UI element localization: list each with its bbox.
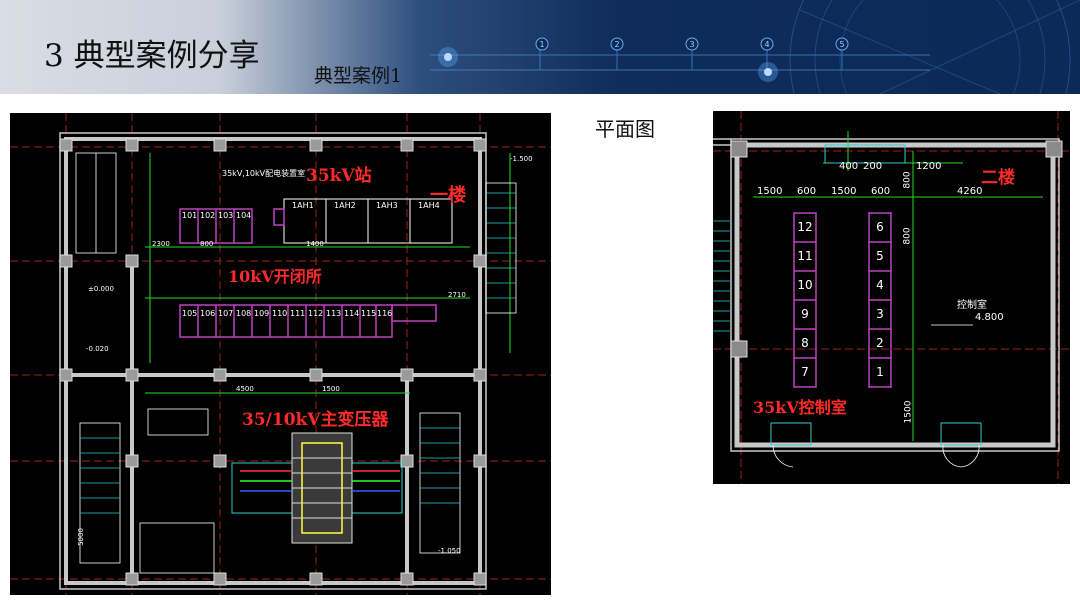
cabinet-6: 6 bbox=[876, 220, 884, 234]
label-35kv-control-room: 35kV控制室 bbox=[753, 398, 847, 417]
label-floor-1: 一楼 bbox=[430, 185, 466, 206]
cabinet-4: 4 bbox=[876, 278, 884, 292]
dim-2300: 2300 bbox=[152, 240, 170, 248]
cabinet-10: 10 bbox=[797, 278, 813, 292]
cabinet-10kv-113: 113 bbox=[326, 309, 342, 318]
marker-2: 2 bbox=[614, 40, 619, 49]
dim2-400: 400 bbox=[839, 161, 859, 172]
cabinet-10kv-105: 105 bbox=[182, 309, 198, 318]
marker-1: 1 bbox=[539, 40, 544, 49]
plan-label: 平面图 bbox=[595, 117, 655, 141]
cabinet-1: 1 bbox=[876, 365, 884, 379]
dim-4500: 4500 bbox=[236, 385, 254, 393]
dim2-1500-b: 1500 bbox=[831, 186, 857, 197]
cabinet-5: 5 bbox=[876, 249, 884, 263]
marker-3: 3 bbox=[689, 40, 694, 49]
cabinet-10kv-108: 108 bbox=[236, 309, 252, 318]
dim-1400: 1400 bbox=[306, 240, 324, 248]
dim2-600-a: 600 bbox=[797, 186, 817, 197]
elev-0: ±0.000 bbox=[88, 285, 114, 293]
cabinet-10kv-107: 107 bbox=[218, 309, 234, 318]
top-note: 35kV,10kV配电装置室 bbox=[222, 169, 306, 178]
label-transformer: 35/10kV主变压器 bbox=[242, 410, 389, 430]
cabinet-12: 12 bbox=[797, 220, 813, 234]
cabinet-35kv-3: 1AH3 bbox=[376, 201, 398, 210]
dim2-4260: 4260 bbox=[957, 186, 983, 197]
cabinet-2: 2 bbox=[876, 336, 884, 350]
cabinet-7: 7 bbox=[801, 365, 809, 379]
marker-5: 5 bbox=[839, 40, 844, 49]
dim2-600-b: 600 bbox=[871, 186, 891, 197]
elev-minus-1050: -1.050 bbox=[438, 547, 461, 555]
cabinet-35kv-2: 1AH2 bbox=[334, 201, 356, 210]
cabinet-10kv-102: 102 bbox=[200, 211, 216, 220]
dim-800: 800 bbox=[200, 240, 214, 248]
page-title: 3 典型案例分享 bbox=[44, 38, 260, 74]
dim2-1500-a: 1500 bbox=[757, 186, 783, 197]
dim2-200: 200 bbox=[863, 161, 883, 172]
cabinet-10kv-116: 116 bbox=[377, 309, 393, 318]
header-banner: 1 2 3 4 5 3 典型案例分享 典型案例1 bbox=[0, 0, 1080, 94]
cabinet-10kv-112: 112 bbox=[308, 309, 324, 318]
cabinet-10kv-115: 115 bbox=[361, 309, 377, 318]
floor-plan-2-lines bbox=[713, 111, 1070, 484]
dim2-800-v: 800 bbox=[902, 171, 913, 189]
label-10kv-switch: 10kV开闭所 bbox=[228, 267, 322, 286]
page-subtitle: 典型案例1 bbox=[314, 65, 403, 87]
cabinet-10kv-109: 109 bbox=[254, 309, 270, 318]
floor-plan-1-lines bbox=[10, 113, 551, 595]
room-elevation: 4.800 bbox=[975, 312, 1004, 323]
cabinet-10kv-106: 106 bbox=[200, 309, 216, 318]
cabinet-35kv-4: 1AH4 bbox=[418, 201, 440, 210]
marker-4: 4 bbox=[764, 40, 769, 49]
cabinet-10kv-104: 104 bbox=[236, 211, 252, 220]
cabinet-8: 8 bbox=[801, 336, 809, 350]
cabinet-10kv-101: 101 bbox=[182, 211, 198, 220]
cabinet-35kv-1: 1AH1 bbox=[292, 201, 314, 210]
label-floor-2: 二楼 bbox=[981, 168, 1015, 188]
dim-5000: 5000 bbox=[76, 528, 85, 546]
floor-plan-2: 二楼 35kV控制室 控制室 4.800 12 11 10 9 8 7 6 5 … bbox=[713, 111, 1070, 484]
dim2-1500-v: 1500 bbox=[903, 400, 914, 424]
cabinet-10kv-110: 110 bbox=[272, 309, 288, 318]
dim2-1200: 1200 bbox=[916, 161, 942, 172]
label-35kv-station: 35kV站 bbox=[306, 166, 372, 186]
dim-2710: 2710 bbox=[448, 291, 466, 299]
tech-decoration: 1 2 3 4 5 bbox=[430, 0, 1080, 94]
dim2-800-v2: 800 bbox=[902, 227, 913, 245]
cabinet-11: 11 bbox=[797, 249, 813, 263]
room-name: 控制室 bbox=[957, 300, 987, 311]
cabinet-10kv-111: 111 bbox=[290, 309, 306, 318]
cabinet-10kv-103: 103 bbox=[218, 211, 234, 220]
cabinet-3: 3 bbox=[876, 307, 884, 321]
cabinet-9: 9 bbox=[801, 307, 809, 321]
cabinet-10kv-114: 114 bbox=[344, 309, 360, 318]
elev-minus-1500: -1.500 bbox=[510, 155, 533, 163]
elev-minus-0020: -0.020 bbox=[86, 345, 109, 353]
floor-plan-1: 35kV,10kV配电装置室 35kV站 一楼 10kV开闭所 35/10kV主… bbox=[10, 113, 551, 595]
dim-1500: 1500 bbox=[322, 385, 340, 393]
